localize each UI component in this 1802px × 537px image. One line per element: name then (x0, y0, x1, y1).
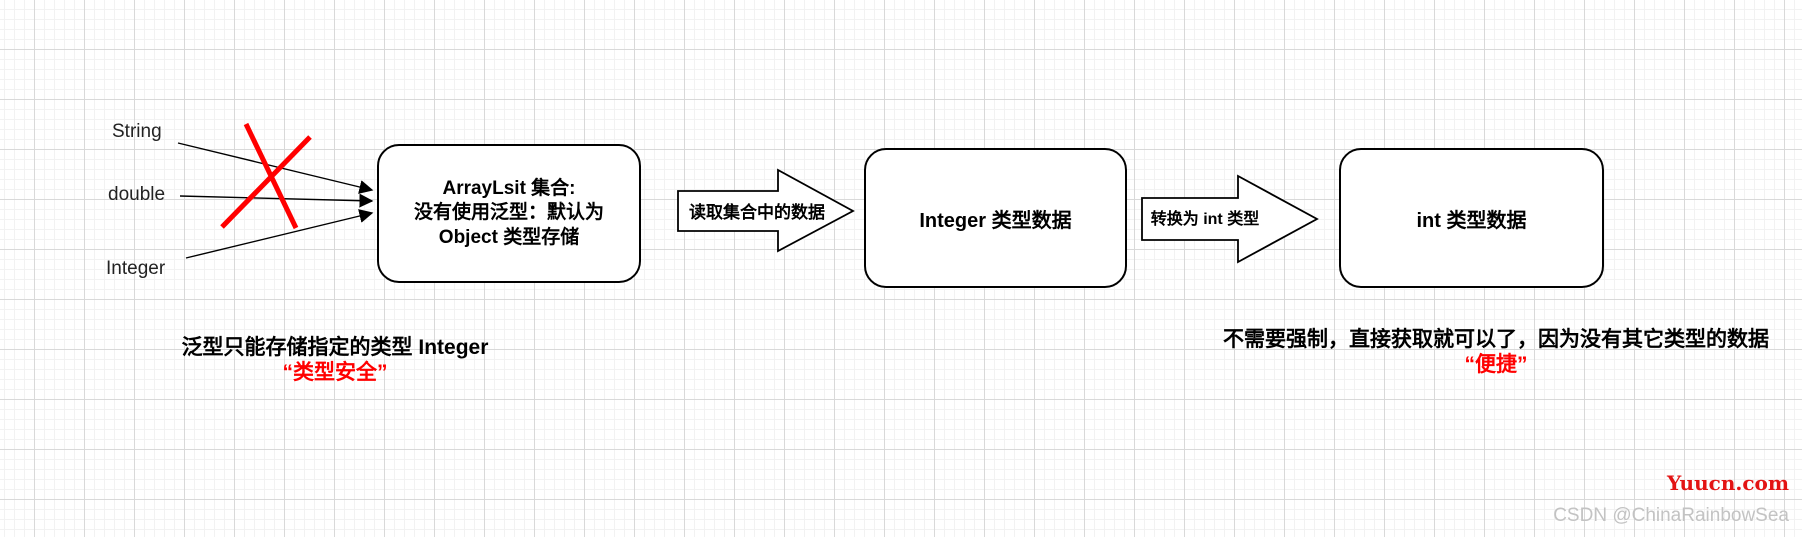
read-block-arrow-shape (677, 168, 855, 253)
type-label-string: String (112, 121, 162, 142)
integer-box-shape (864, 148, 1127, 288)
arraylist-box-line1: ArrayLsit 集合: (442, 177, 576, 199)
arraylist-box-shape (377, 144, 641, 283)
note-convenience-line1: 不需要强制，直接获取就可以了，因为没有其它类型的数据 (1223, 328, 1769, 351)
type-label-integer: Integer (106, 258, 166, 279)
note-type-safety-line2: “类型安全” (282, 361, 388, 384)
red-cross-stroke-2 (220, 135, 312, 229)
note-type-safety: 泛型只能存储指定的类型 Integer “类型安全” (85, 335, 585, 385)
read-arrow-label: 读取集合中的数据 (689, 203, 825, 222)
arrow-double-to-arraylist (179, 193, 374, 208)
arraylist-box-line2: 没有使用泛型：默认为 (413, 202, 604, 224)
integer-box-label: Integer 类型数据 (919, 209, 1072, 232)
arrow-string-to-arraylist (177, 142, 374, 194)
watermark-csdn: CSDN @ChinaRainbowSea (1553, 505, 1789, 526)
arraylist-box-line3: Object 类型存储 (438, 226, 580, 248)
watermark-site: Yuucn.com (1667, 471, 1789, 495)
int-box-text: int 类型数据 (1340, 149, 1603, 287)
note-type-safety-line1: 泛型只能存储指定的类型 Integer (181, 336, 489, 359)
arraylist-box-text: ArrayLsit 集合: 没有使用泛型：默认为 Object 类型存储 (378, 145, 640, 282)
arrow-integer-to-arraylist (185, 209, 374, 259)
convert-arrow-label: 转换为 int 类型 (1150, 211, 1260, 228)
integer-box-text: Integer 类型数据 (865, 149, 1126, 287)
int-box-shape (1339, 148, 1604, 288)
convert-block-arrow-shape (1141, 174, 1319, 264)
type-label-double: double (108, 184, 166, 205)
note-convenience-line2: “便捷” (1464, 353, 1528, 376)
int-box-label: int 类型数据 (1416, 209, 1527, 232)
note-convenience: 不需要强制，直接获取就可以了，因为没有其它类型的数据 “便捷” (1166, 327, 1802, 377)
